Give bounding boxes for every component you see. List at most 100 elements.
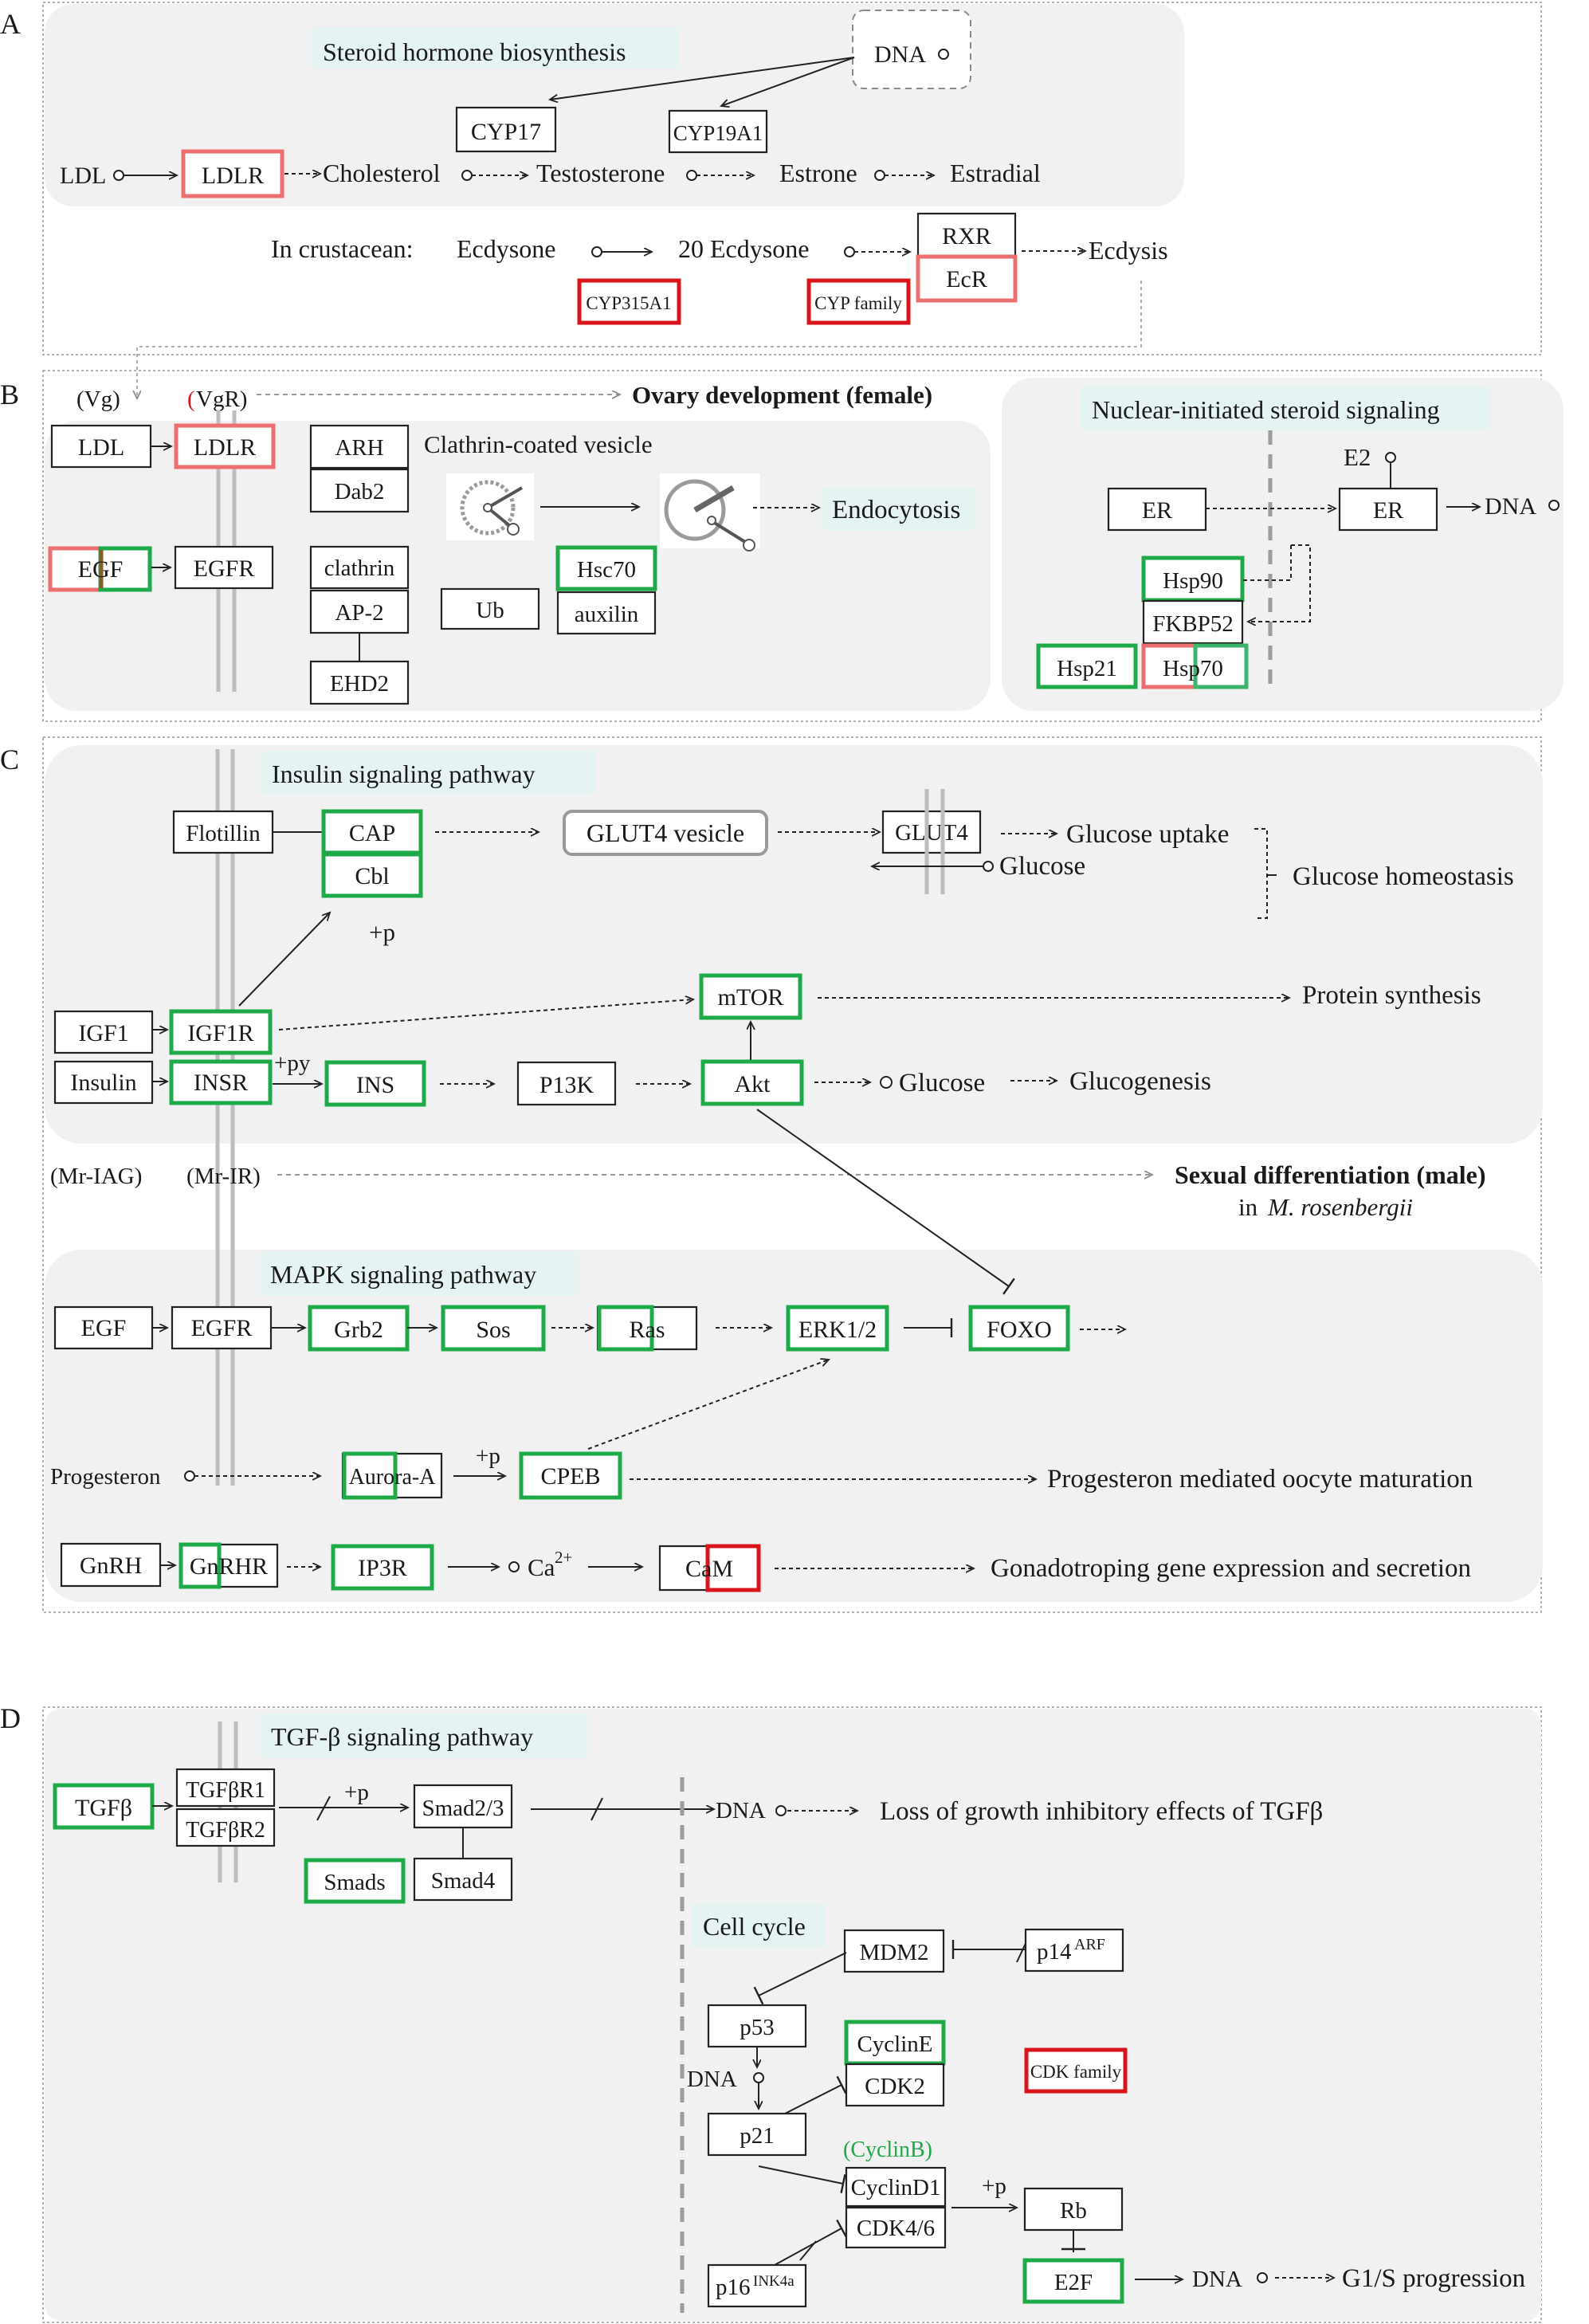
e2f-label: E2F [1054, 2270, 1093, 2295]
mdm2-box [843, 1929, 945, 1973]
insr-label: INSR [194, 1070, 248, 1096]
dna-d-label: DNA [716, 1798, 766, 1823]
glut4-vesicle-label: GLUT4 vesicle [587, 819, 744, 847]
cycline-label: CyclinE [857, 2032, 932, 2057]
p53-box [707, 2004, 807, 2048]
ub-box [440, 587, 540, 630]
igf1r-box [169, 1009, 273, 1055]
panel-b-label: B [0, 379, 19, 410]
cpeb-label: CPEB [540, 1463, 600, 1490]
gnrh-label: GnRH [80, 1553, 142, 1579]
auxilin-box [556, 591, 657, 635]
p16-sup: INK4a [753, 2273, 794, 2290]
cyp315a1-label: CYP315A1 [586, 293, 671, 313]
glut4-label: GLUT4 [895, 820, 968, 846]
cdk46-label: CDK4/6 [857, 2216, 935, 2241]
protein-synthesis-label: Protein synthesis [1302, 981, 1481, 1010]
cap-label: CAP [349, 820, 395, 846]
ub-label: Ub [476, 598, 504, 623]
gonado-label: Gonadotroping gene expression and secret… [991, 1554, 1471, 1583]
endocytosis-label: Endocytosis [832, 496, 960, 524]
smads-box [304, 1858, 406, 1904]
mtor-box [699, 973, 802, 1020]
sexual-diff-label: Sexual differentiation (male) [1175, 1160, 1485, 1189]
cam-label: CaM [685, 1556, 733, 1582]
hsc70-box [555, 545, 657, 591]
cyclind1-label: CyclinD1 [851, 2175, 941, 2200]
ins-label: INS [356, 1072, 394, 1098]
cyp-family-box [806, 278, 911, 325]
estradial-label: Estradial [950, 159, 1041, 187]
rxr-label: RXR [942, 223, 991, 249]
gnrhr-label: GnRHR [190, 1553, 268, 1580]
cyp17-label: CYP17 [471, 119, 541, 145]
cyp19a1-box [668, 109, 768, 154]
clathrin-label: clathrin [324, 555, 395, 581]
ras-box [597, 1305, 654, 1352]
flotillin-box [172, 810, 274, 854]
p21-box [707, 2112, 807, 2157]
vgr-label: VgR) [196, 387, 247, 412]
egf-b-label: EGF [78, 556, 124, 583]
vgr-paren: ( [187, 387, 195, 412]
ecdysone20-label: 20 Ecdysone [678, 234, 809, 263]
egfr-c-box [171, 1305, 273, 1350]
p21-label: p21 [740, 2123, 775, 2149]
dab2-box [309, 468, 410, 513]
glucose2-label: Glucose [899, 1069, 985, 1097]
tgf-title: TGF-β signaling pathway [271, 1722, 533, 1751]
ecdysone-label: Ecdysone [457, 234, 555, 263]
glucose-homeostasis-label: Glucose homeostasis [1293, 862, 1514, 891]
igf1-box [53, 1010, 154, 1054]
panel-c: C Insulin signaling pathway Flotillin CA… [0, 736, 1543, 1613]
testosterone-label: Testosterone [536, 159, 665, 187]
ip3r-label: IP3R [358, 1555, 407, 1581]
cell-cycle-title: Cell cycle [703, 1912, 806, 1941]
cyp-family-label: CYP family [814, 293, 902, 313]
nuclear-title: Nuclear-initiated steroid signaling [1092, 395, 1440, 424]
ins-box [324, 1060, 426, 1107]
glucose-uptake-label: Glucose uptake [1066, 820, 1229, 849]
in-mr-prefix: in [1238, 1193, 1258, 1221]
p53-label: p53 [740, 2015, 775, 2040]
insulin-title: Insulin signaling pathway [272, 760, 536, 788]
cap-box [321, 809, 423, 855]
hsp90-label: Hsp90 [1163, 568, 1223, 594]
er2-label: ER [1373, 497, 1403, 524]
mdm2-label: MDM2 [859, 1940, 928, 1965]
cdk-family-box [1024, 2047, 1128, 2094]
hsp70-box-right [1193, 643, 1249, 689]
panel-a: A Steroid hormone biosynthesis DNA CYP17… [0, 2, 1542, 398]
ap2-box [309, 589, 410, 634]
steroid-title: Steroid hormone biosynthesis [323, 37, 626, 66]
erk-label: ERK1/2 [798, 1317, 877, 1343]
ldlr-box [181, 149, 284, 198]
igf1-label: IGF1 [78, 1020, 128, 1046]
erk-box [786, 1305, 889, 1352]
ldl-b-label: LDL [78, 434, 124, 461]
sos-box [441, 1305, 546, 1352]
auxilin-label: auxilin [575, 602, 639, 627]
egfr-b-label: EGFR [194, 555, 255, 582]
insr-box [169, 1059, 273, 1105]
aurora-label: Aurora-A [349, 1465, 437, 1490]
ip3r-box [331, 1544, 434, 1591]
egf-c-label: EGF [81, 1315, 127, 1341]
cyp17-box [455, 106, 557, 153]
ecr-box [916, 254, 1018, 303]
hsp21-label: Hsp21 [1057, 656, 1117, 681]
tgfb-box [53, 1783, 155, 1830]
panel-c-label: C [0, 744, 19, 775]
arh-label: ARH [335, 435, 383, 461]
tgfbr1-label: TGFβR1 [186, 1778, 265, 1803]
mapk-title: MAPK signaling pathway [270, 1260, 536, 1289]
akt-box [700, 1059, 804, 1106]
ldlr-label: LDLR [202, 163, 264, 189]
grb2-label: Grb2 [334, 1317, 383, 1343]
glut4-vesicle-box [563, 810, 768, 856]
cbl-box [321, 852, 423, 898]
estrone-label: Estrone [779, 159, 857, 187]
cdk2-label: CDK2 [865, 2074, 925, 2099]
smad4-label: Smad4 [431, 1868, 496, 1894]
